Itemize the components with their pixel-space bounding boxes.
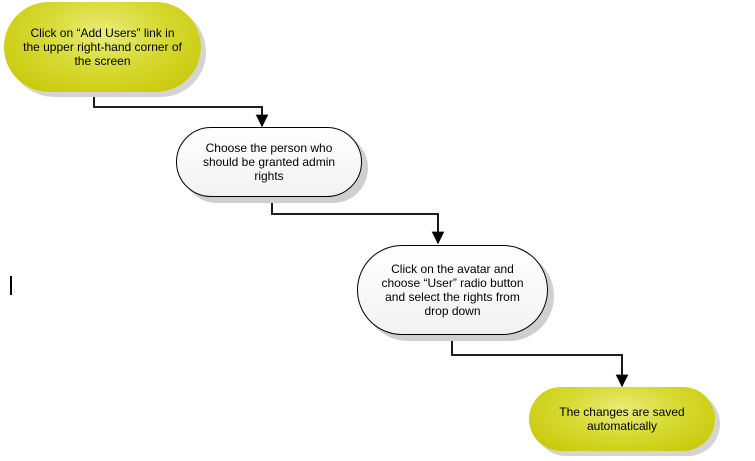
connector-step1-to-step2	[271, 198, 445, 245]
connector-start-to-step1	[93, 92, 269, 128]
node-text-line: the upper right-hand corner of	[23, 40, 182, 54]
connector-step2-to-end	[451, 336, 629, 388]
text-cursor-mark	[10, 276, 12, 295]
node-text-line: Click on the avatar and	[391, 262, 514, 276]
node-text-line: Click on “Add Users” link in	[30, 26, 175, 40]
node-text-line: automatically	[586, 419, 657, 433]
node-text-line: and select the rights from	[385, 290, 520, 304]
step1-node: Choose the person who should be granted …	[176, 127, 362, 197]
node-text-line: choose “User” radio button	[381, 276, 524, 290]
end-node: The changes are saved automatically	[529, 387, 715, 451]
node-text-line: drop down	[424, 304, 481, 318]
node-text-line: should be granted admin	[202, 155, 336, 169]
start-node: Click on “Add Users” link in the upper r…	[4, 2, 201, 92]
node-text-line: rights	[254, 169, 284, 183]
node-text-line: the screen	[74, 54, 131, 68]
node-text-line: Choose the person who	[205, 141, 333, 155]
step2-node: Click on the avatar and choose “User” ra…	[357, 245, 548, 335]
node-text-line: The changes are saved	[559, 405, 685, 419]
